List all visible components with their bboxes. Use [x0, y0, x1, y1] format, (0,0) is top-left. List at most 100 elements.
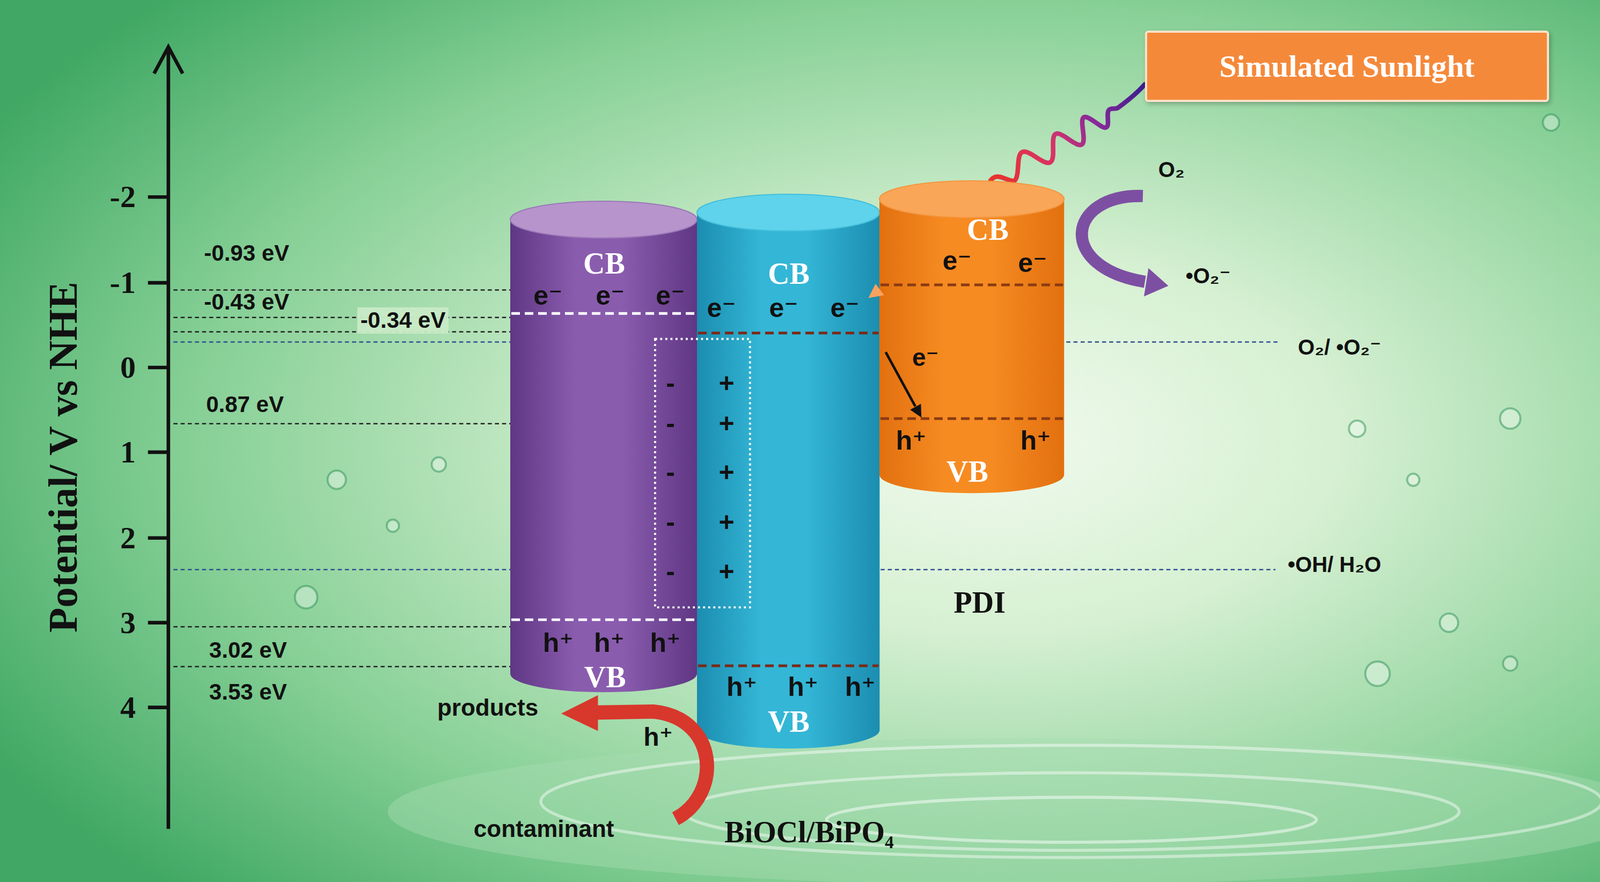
label-holder: e⁻ [912, 343, 939, 372]
cylinder-top [696, 194, 880, 232]
tick-label: -1 [109, 265, 136, 302]
band-label: VB [767, 704, 810, 739]
label-holder: •OH/ H₂O [1287, 552, 1382, 577]
text-holder: e⁻ [706, 292, 736, 325]
charge-sign: - [665, 368, 675, 400]
charge-carrier: h⁺ [649, 627, 681, 659]
charge-carrier: e⁻ [655, 280, 685, 312]
band-label: CB [767, 256, 810, 291]
cylinder-top [879, 180, 1064, 218]
text-holder: h⁺ [1020, 425, 1052, 457]
superoxide-arrow [1081, 195, 1146, 282]
label-holder: - [665, 368, 675, 400]
label-holder: + [718, 556, 735, 588]
charge-carrier: h⁺ [593, 627, 625, 659]
charge-carrier: h⁺ [542, 627, 574, 659]
species-label: O₂ [1158, 157, 1185, 182]
interface-field-box [655, 339, 751, 608]
label-holder: •O₂⁻ [1185, 263, 1231, 289]
label-holder: 1 [120, 434, 136, 471]
pdi-band-cylinder: CBe⁻e⁻h⁺h⁺VB [879, 180, 1064, 494]
charge-carrier: e⁻ [706, 292, 736, 325]
level-value: -0.34 eV [357, 307, 450, 334]
label-holder: - [665, 507, 675, 539]
species-label: •O₂⁻ [1185, 263, 1231, 289]
label-holder: -0.93 eV [203, 240, 290, 267]
text-holder: h⁺ [593, 627, 625, 659]
text-holder: h⁺ [896, 425, 927, 457]
electron-transfer-arrowhead [909, 404, 922, 418]
droplet [386, 519, 400, 533]
label-holder: 3 [120, 604, 136, 641]
potential-axis [148, 47, 183, 830]
droplet [1500, 408, 1521, 429]
text-holder: CB [966, 212, 1009, 247]
band-edge-line [698, 664, 879, 667]
text-holder: e⁻ [595, 280, 625, 312]
label-holder: O₂ [1158, 157, 1185, 182]
charge-carrier: e⁻ [595, 280, 625, 312]
charge-sign: - [665, 408, 675, 440]
label-holder: BiOCl/BiPO₄ [724, 815, 894, 850]
charge-carrier: h⁺ [787, 671, 819, 703]
band-edge-line [880, 417, 1063, 421]
label-holder: -0.34 eV [357, 307, 450, 334]
label-holder: 2 [120, 519, 136, 556]
water-ripple [540, 745, 1600, 858]
label-holder: -1 [109, 265, 136, 302]
level-line [173, 626, 516, 628]
material-name: PDI [953, 584, 1005, 620]
label-holder: 0.87 eV [206, 391, 284, 417]
charge-sign: + [718, 368, 735, 400]
axis-arrowhead [153, 47, 183, 74]
electron-injection-arrowhead [868, 283, 884, 299]
label-holder: - [665, 556, 675, 588]
charge-carrier: e⁻ [1017, 247, 1047, 280]
axis-tick [148, 536, 169, 540]
text-holder: CB [767, 256, 810, 291]
band-edge-line [880, 283, 1063, 286]
text-holder: h⁺ [649, 627, 681, 659]
text-holder: VB [584, 659, 627, 694]
level-value: 0.87 eV [206, 391, 284, 417]
label-holder: -2 [109, 179, 136, 216]
axis-tick [148, 450, 169, 455]
level-value: 3.02 eV [209, 637, 288, 664]
tick-label: 4 [120, 689, 136, 726]
charge-carrier: e⁻ [768, 292, 798, 325]
cylinder-body [696, 212, 880, 749]
label-holder: + [718, 408, 735, 440]
band-edge-line [511, 618, 696, 622]
cylinder-body [879, 199, 1064, 494]
text-holder: VB [767, 704, 810, 739]
material-name: BiOCl/BiPO₄ [724, 815, 894, 850]
level-value: -0.93 eV [203, 240, 290, 267]
level-value: 3.53 eV [209, 679, 288, 706]
tick-label: 2 [120, 519, 136, 556]
droplet [327, 470, 346, 489]
water-ripple [826, 797, 1317, 843]
axis-title: Potential/ V vs NHE [39, 282, 87, 634]
label-holder: h⁺ [643, 722, 673, 752]
charge-sign: + [718, 457, 735, 489]
tick-label: -2 [109, 179, 136, 216]
redox-label: O₂/ •O₂⁻ [1297, 334, 1382, 360]
label-holder: 0 [120, 349, 136, 386]
charge-carrier: h⁺ [845, 671, 876, 703]
charge-sign: + [718, 408, 735, 440]
electron-transfer-arrow [885, 351, 916, 407]
charge-carrier: e⁻ [830, 292, 860, 325]
oxidation-arrow [597, 711, 708, 819]
droplet [1502, 656, 1518, 671]
band-label: VB [584, 659, 627, 694]
biocl-band-cylinder: CBe⁻e⁻e⁻h⁺h⁺h⁺VB [510, 201, 697, 693]
oxidation-arrowhead [561, 695, 598, 732]
label-holder: + [718, 457, 735, 489]
text-holder: Simulated Sunlight [1219, 48, 1475, 85]
label-holder: 3.02 eV [209, 637, 288, 664]
charge-sign: + [718, 507, 735, 539]
label-holder: O₂/ •O₂⁻ [1297, 334, 1382, 360]
